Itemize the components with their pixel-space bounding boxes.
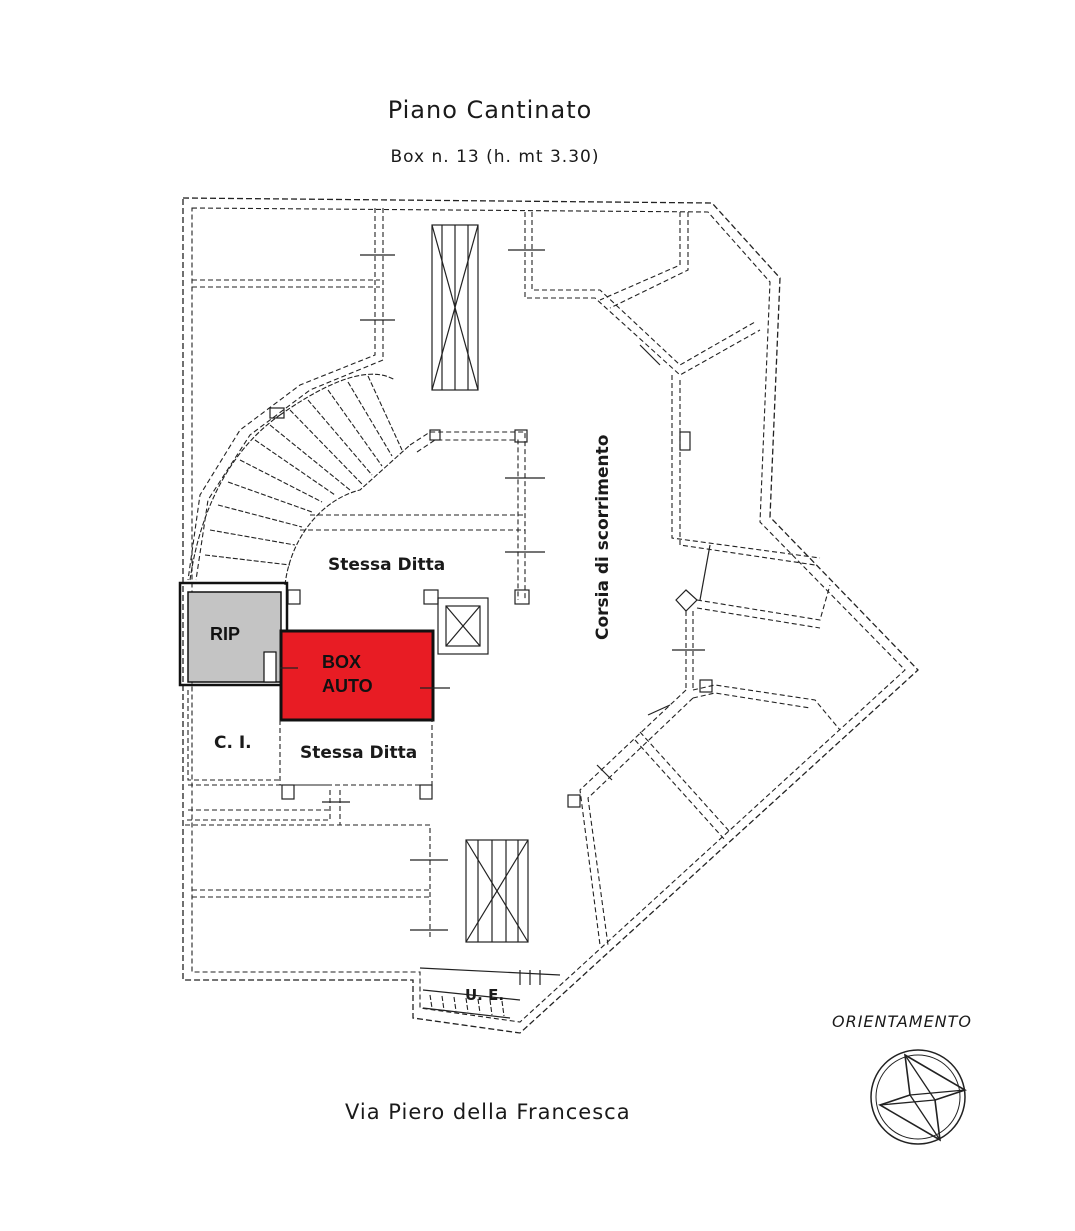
ramp-lower [465,839,529,943]
wall [696,607,821,629]
stair [279,373,396,416]
label-stessa-ditta-upper: Stessa Ditta [328,555,445,575]
street-name: Via Piero della Francesca [345,1100,631,1124]
column [675,589,698,612]
column [514,589,530,605]
wall [531,212,756,366]
column [269,407,285,419]
exit-stair [419,967,561,1019]
outer-wall-inner [191,207,906,1023]
column [567,794,581,808]
label-box-line1: BOX [322,652,361,672]
orientation-compass-icon [870,1049,967,1145]
wall [692,684,841,731]
door [639,344,661,366]
wall [524,212,761,376]
column [281,784,295,800]
column [699,679,713,693]
label-rip: RIP [210,624,240,644]
box-auto-room [279,629,435,722]
rip-door [263,651,277,683]
label-ue: U. E. [465,986,504,1004]
stair-steps [204,375,403,566]
outer-wall [182,197,919,1034]
shaft-cross [445,605,481,647]
wall [696,584,831,621]
wall [579,689,687,946]
column [419,784,433,800]
label-corsia: Corsia di scorrimento [593,435,613,640]
wall [587,697,694,946]
stair [284,444,411,586]
door [596,764,613,781]
wall [187,208,376,581]
wall [671,375,821,559]
wall [699,544,711,601]
plan-title: Piano Cantinato [387,96,593,124]
shaft [437,597,489,655]
label-ci: C. I. [214,733,252,753]
wall [634,739,726,841]
wall [679,380,816,566]
wall [279,720,433,786]
wall [409,431,526,600]
stair [189,414,281,581]
ramp-line [431,224,479,391]
wall [187,690,280,781]
wall [599,212,681,301]
wall [639,731,731,833]
wall [692,692,811,709]
column [429,429,441,441]
wall [416,439,519,600]
label-box-line2: AUTO [322,676,373,696]
label-stessa-ditta-lower: Stessa Ditta [300,743,417,763]
wall [609,212,689,309]
plan-subtitle: Box n. 13 (h. mt 3.30) [390,147,600,167]
shaft-inner [445,605,481,647]
column [423,589,439,605]
door [647,704,671,716]
column [287,589,301,605]
orientation-label: ORIENTAMENTO [832,1012,973,1031]
wall [185,824,431,940]
wall [185,790,331,821]
column [679,431,691,451]
ramp-line [465,839,529,943]
column [514,429,528,443]
wall [195,208,384,581]
